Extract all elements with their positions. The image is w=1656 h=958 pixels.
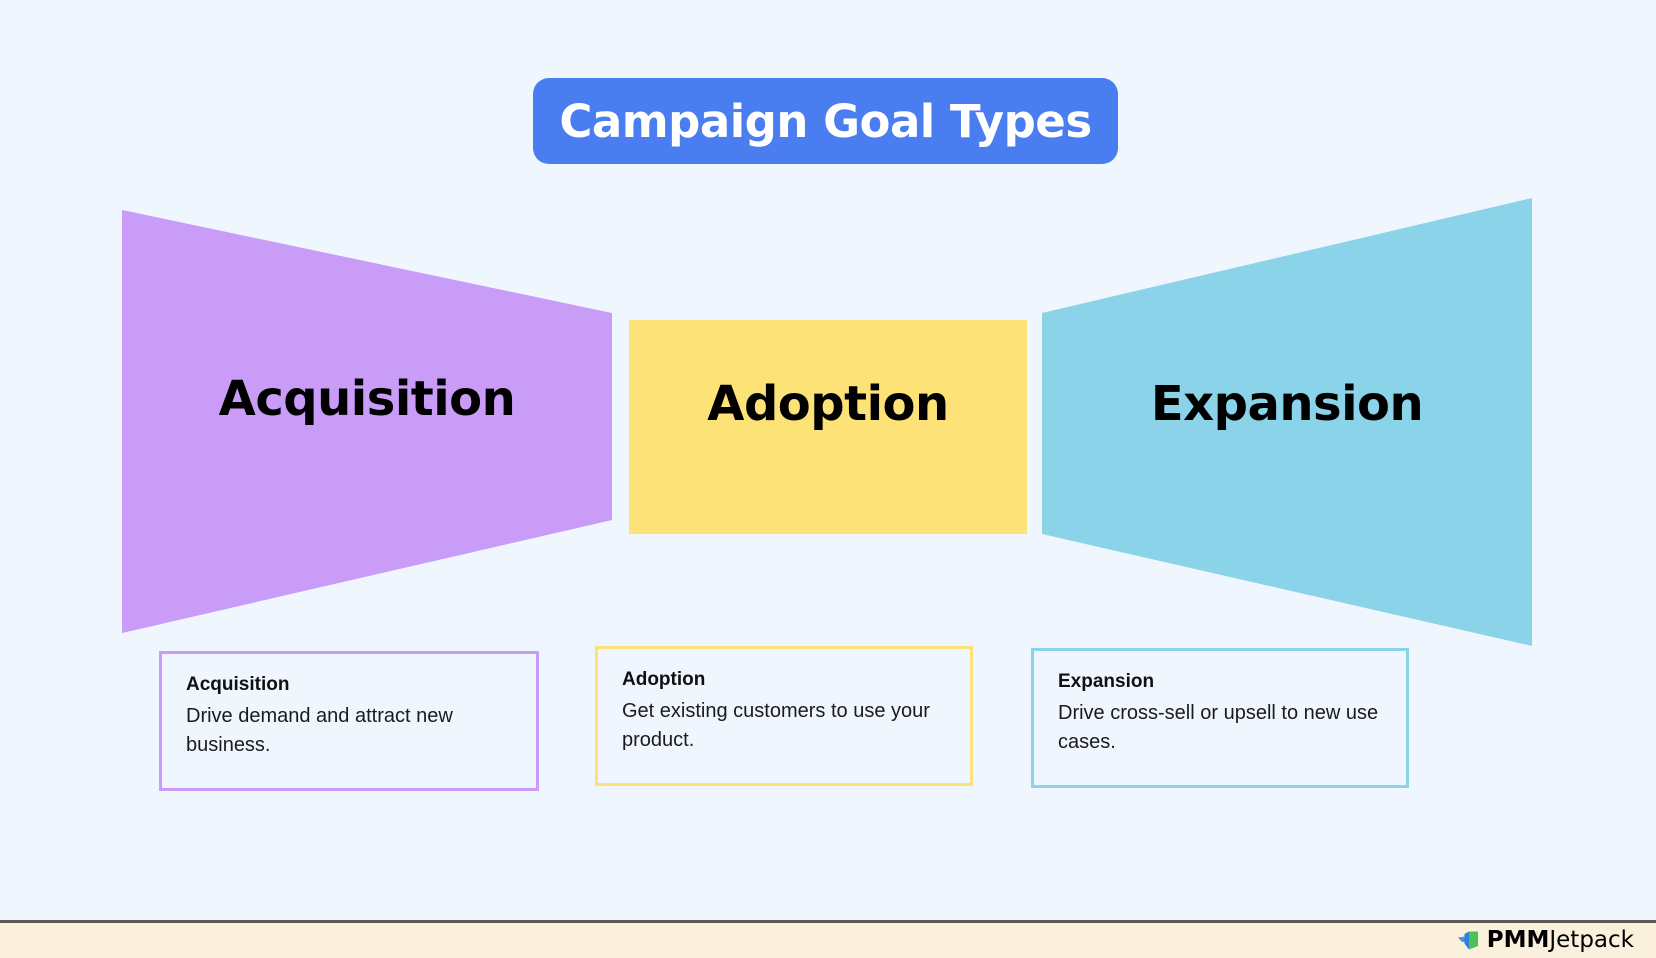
page-title-pill: Campaign Goal Types [533,78,1118,164]
funnel-stage-label-adoption: Adoption [707,376,949,432]
funnel-stage-expansion-shape [1042,198,1532,646]
legend-card-title: Adoption [622,669,706,690]
brand-logo: PMMJetpack [1456,929,1634,953]
funnel-stage-acquisition-shape [122,210,612,633]
legend-card-description: Drive cross-sell or upsell to new use ca… [1058,701,1379,753]
legend-card-acquisition: Acquisition Drive demand and attract new… [159,651,539,791]
brand-text: PMMJetpack [1487,929,1634,952]
funnel-stage-label-expansion: Expansion [1150,376,1424,432]
jetpack-icon [1457,931,1478,949]
brand-name-bold: PMM [1486,927,1550,953]
legend-card-adoption: Adoption Get existing customers to use y… [595,646,973,786]
legend-card-description: Drive demand and attract new business. [186,704,453,756]
legend-card-expansion: Expansion Drive cross-sell or upsell to … [1031,648,1409,788]
legend-card-title: Acquisition [186,674,290,695]
funnel-stage-adoption-shape [629,320,1027,534]
legend-card-title: Expansion [1058,671,1155,692]
funnel-stage-label-acquisition: Acquisition [218,371,516,427]
legend-card-description: Get existing customers to use your produ… [622,699,930,751]
brand-name-light: Jetpack [1549,927,1634,953]
footer-bar: PMMJetpack [0,920,1656,958]
page-title: Campaign Goal Types [559,94,1092,148]
